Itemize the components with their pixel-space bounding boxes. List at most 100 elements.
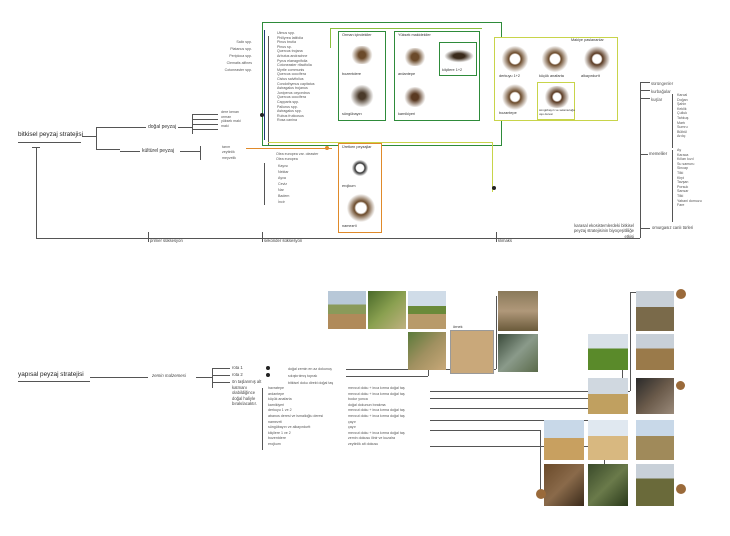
connector <box>212 368 213 388</box>
marker-dot <box>676 484 686 494</box>
box-maki-item: bozantepe <box>499 111 517 115</box>
connector <box>96 149 120 150</box>
connector <box>640 228 650 229</box>
place-item: ardantepe <box>268 391 285 396</box>
species-item: Astragalus trojanus <box>277 86 308 91</box>
item-maki: maki <box>221 123 229 128</box>
species-item: Pinus sp. <box>277 44 292 49</box>
photo-dry <box>588 378 628 414</box>
olea-list: Olea europea var. oleaster Olea europea <box>276 152 318 161</box>
subbox: süngübayırı ve selamuluğa uşu deresi <box>537 82 575 120</box>
mammal-item: Yabani domuzu <box>677 198 702 203</box>
place-item: kilçilere 1 ve 2 <box>268 430 291 435</box>
fruit-list: Kayısı Nektar Ayva Ceviz Nar Badem İncir <box>278 163 289 205</box>
connector <box>262 388 263 450</box>
subbox: kilçilere 1+2 <box>439 42 477 76</box>
species-clematis: Clematis alfines <box>226 61 252 65</box>
tick <box>148 232 149 242</box>
mammals-list: Ay Karaca Kılları kızıl Su samuru Sincap… <box>677 148 702 208</box>
fruit-item: Nektar <box>278 170 289 174</box>
bird-item: Çulluk <box>677 111 687 116</box>
root-yapisal: yapısal peyzaj stratejisi <box>18 371 84 378</box>
connector <box>264 163 265 205</box>
place-item: havratepe <box>268 386 284 390</box>
box-maki-item: süngübayırı ve selamuluğa uşu deresi <box>539 108 575 116</box>
box-maki-title: Makiye paslananlar <box>571 38 604 42</box>
connector <box>192 119 218 120</box>
sample-label: örnek <box>453 325 463 329</box>
photo-sand <box>588 420 628 460</box>
material-item: doğal dokunun bırakma <box>348 402 386 407</box>
species-item: Ulmus spp. <box>277 31 295 35</box>
connector <box>178 127 192 128</box>
connector <box>120 127 146 128</box>
timeline-klimaks: klimaks <box>498 238 512 243</box>
connector <box>18 142 81 143</box>
node-dot <box>325 146 329 150</box>
item-meyvelik: meyvelik <box>222 155 236 160</box>
mammal-item: Kirpi <box>677 175 685 180</box>
connector <box>120 151 140 152</box>
box-maki-item: derkuyu 1+2 <box>499 74 521 78</box>
mammal-item: Tilki <box>677 193 684 198</box>
connector <box>96 127 120 128</box>
sample-texture: örnek <box>450 325 494 374</box>
box-maki-item: alkayırdurtt <box>581 74 600 78</box>
connector <box>196 377 212 378</box>
fauna-list: sürüngenler kurbağalar kuşlar <box>651 80 673 104</box>
material-item: zeytinlik alt dokusu <box>348 441 379 446</box>
root-bitkisel: bitkisel peyzaj stratejisi <box>18 131 83 138</box>
fruit-item: Badem <box>278 194 290 198</box>
item-yuksek-maki: yüksek maki <box>221 119 241 124</box>
material-item: mevcut doku + inca kırma doğal taş <box>348 391 405 396</box>
top-lines: doğal zemin en az dokunuş sıkıştırılmış … <box>288 366 333 387</box>
mammal-item: Sansar <box>677 189 689 194</box>
bird-item: Keklik <box>677 106 687 111</box>
top-line-item: sıkıştırılmış toprak <box>288 374 318 378</box>
connector <box>430 420 606 421</box>
species-salix: Salix spp. <box>236 40 252 44</box>
material-item: mevcut doku + inca kırma doğal taş <box>348 430 405 435</box>
connector <box>640 82 641 230</box>
node-dot <box>266 366 270 370</box>
fauna-item: kuşlar <box>651 97 663 102</box>
connector <box>90 377 148 378</box>
species-item: Cotoneaster rifacifolia <box>277 63 312 68</box>
place-item: süngübayırı ve alkayırdurtt <box>268 425 311 430</box>
bird-item: Doğan <box>677 97 688 102</box>
box-uretken: Üretken peyzajlar erojkum namezrti <box>338 143 382 233</box>
habitat-texture <box>501 84 529 110</box>
top-line-item: bitkisel doku direkt doğal taş <box>288 381 334 385</box>
habitat-texture <box>501 46 529 72</box>
connector <box>430 398 622 399</box>
connector <box>540 430 541 494</box>
material-item: mevcut doku + inca kırma doğal taş <box>348 386 405 390</box>
mammal-item: Kılları kızıl <box>677 157 694 162</box>
habitat-texture <box>345 154 375 182</box>
item-zeytinlik: zeytinlik <box>222 150 235 155</box>
left-species: Salix spp. Platanus spp. Periploca spp. … <box>222 39 252 74</box>
place-item: derkuyu 1 ve 2 <box>268 408 292 413</box>
connector <box>496 296 497 369</box>
species-item: Condothymus capitatus <box>277 81 315 86</box>
bird-item: Karcal <box>677 93 688 97</box>
photo-meadow <box>588 334 628 370</box>
dogal-items: dere kenarı orman yüksek maki maki <box>221 110 241 128</box>
connector <box>268 36 269 146</box>
photo-path <box>328 291 366 329</box>
connector <box>180 151 200 152</box>
habitat-texture <box>541 46 569 72</box>
olea-item: Olea europea var. oleaster <box>276 152 319 156</box>
materials-list: mevcut doku + inca kırma doğal taş mevcu… <box>348 386 405 448</box>
connector <box>82 136 96 137</box>
mammal-item: Su samuru <box>677 161 695 166</box>
rota-2: rota 2 <box>232 372 243 377</box>
fruit-item: İncir <box>278 200 285 204</box>
bird-item: Ardıç <box>677 134 686 139</box>
species-item: Pinus brutia <box>277 40 296 45</box>
label-kulturel: kültürel peyzaj <box>142 148 174 154</box>
node-dot <box>266 373 270 377</box>
rota-1: rota 1 <box>232 365 243 370</box>
photo-trench <box>544 464 584 506</box>
top-line-item: doğal zemin en az dokunuş <box>288 367 332 371</box>
